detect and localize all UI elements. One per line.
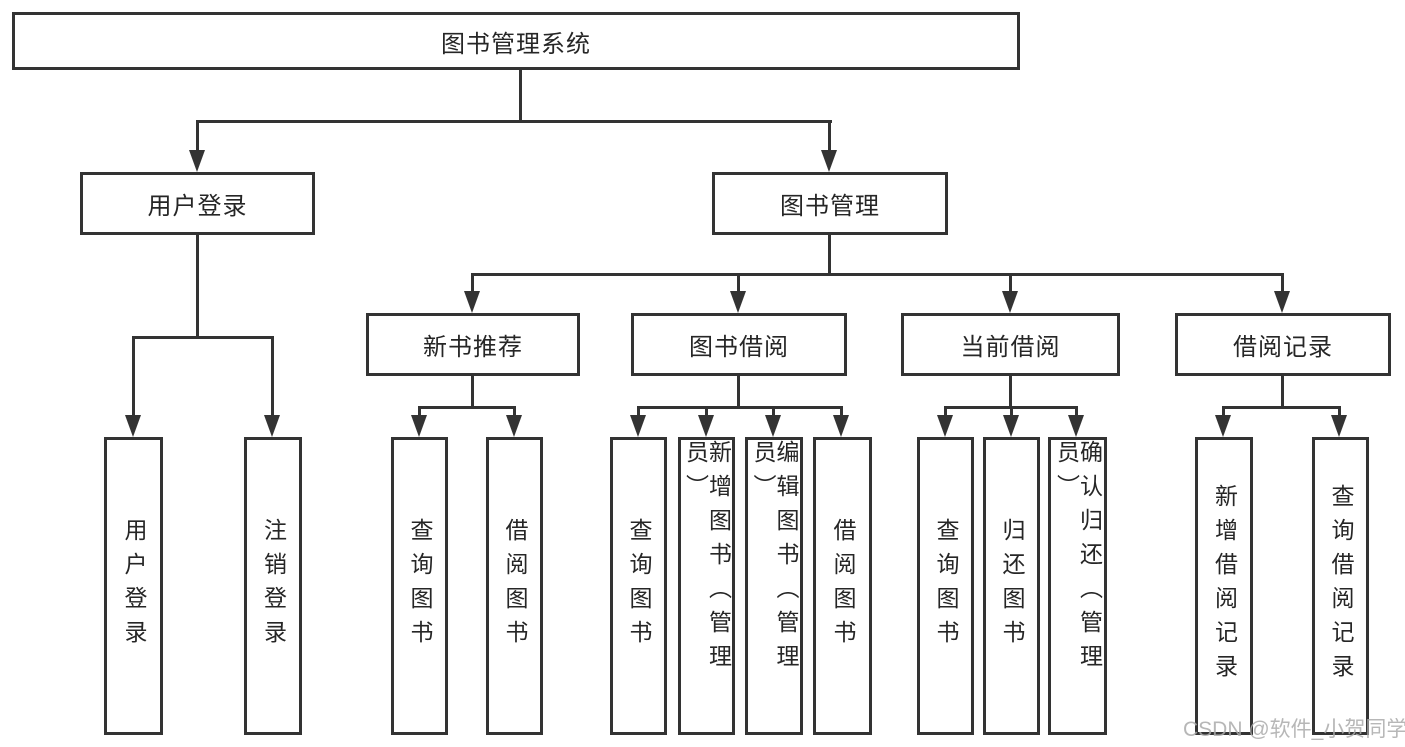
arrowhead-down-icon <box>937 415 953 437</box>
connector-line <box>1222 406 1225 418</box>
connector-line <box>1222 406 1340 409</box>
arrowhead-down-icon <box>1331 415 1347 437</box>
node-borrow-records-label: 借阅记录 <box>1233 334 1333 361</box>
node-book-management-label: 图书管理 <box>780 193 880 220</box>
leaf-confirm-return-admin: 确认归还（管理员） <box>1048 437 1107 735</box>
connector-line <box>1281 273 1284 293</box>
connector-line <box>196 120 199 152</box>
connector-line <box>132 336 274 339</box>
leaf-query-book-recommend-label: 查询图书 <box>407 518 433 654</box>
arrowhead-down-icon <box>1002 291 1018 313</box>
connector-line <box>132 336 135 417</box>
arrowhead-down-icon <box>630 415 646 437</box>
connector-line <box>519 70 522 120</box>
leaf-add-book-admin: 新增图书（管理员） <box>678 437 735 735</box>
connector-line <box>196 120 832 123</box>
connector-line <box>737 273 740 293</box>
leaf-query-book-current-label: 查询图书 <box>933 518 959 654</box>
arrowhead-down-icon <box>506 415 522 437</box>
connector-line <box>637 406 640 418</box>
connector-line <box>840 406 843 418</box>
connector-line <box>637 406 843 409</box>
arrowhead-down-icon <box>765 415 781 437</box>
node-borrow-records: 借阅记录 <box>1175 313 1391 376</box>
connector-line <box>471 376 474 408</box>
node-new-book-recommend-label: 新书推荐 <box>423 334 523 361</box>
node-current-borrow: 当前借阅 <box>901 313 1120 376</box>
leaf-borrow-book: 借阅图书 <box>813 437 872 735</box>
node-current-borrow-label: 当前借阅 <box>960 334 1061 361</box>
connector-line <box>737 376 740 408</box>
leaf-query-book-recommend: 查询图书 <box>391 437 448 735</box>
leaf-logout-label: 注销登录 <box>260 518 287 654</box>
connector-line <box>705 406 708 418</box>
connector-line <box>772 406 775 418</box>
connector-line <box>418 406 516 409</box>
connector-line <box>418 406 421 418</box>
node-user-login-label: 用户登录 <box>147 193 248 220</box>
leaf-query-borrow-record-label: 查询借阅记录 <box>1328 484 1354 688</box>
arrowhead-down-icon <box>264 415 280 437</box>
connector-line <box>1075 406 1078 418</box>
connector-line <box>1009 376 1012 408</box>
leaf-query-borrow-record: 查询借阅记录 <box>1312 437 1369 735</box>
node-book-borrow: 图书借阅 <box>631 313 847 376</box>
leaf-query-book-borrow: 查询图书 <box>610 437 667 735</box>
leaf-confirm-return-admin-label: 确认归还（管理员） <box>1053 440 1103 678</box>
leaf-add-borrow-record-label: 新增借阅记录 <box>1211 484 1238 688</box>
arrowhead-down-icon <box>1215 415 1231 437</box>
node-user-login: 用户登录 <box>80 172 315 235</box>
arrowhead-down-icon <box>1274 291 1290 313</box>
leaf-add-borrow-record: 新增借阅记录 <box>1195 437 1253 735</box>
leaf-query-book-current: 查询图书 <box>917 437 974 735</box>
leaf-return-book: 归还图书 <box>983 437 1040 735</box>
leaf-borrow-book-label: 借阅图书 <box>830 518 856 654</box>
arrowhead-down-icon <box>189 150 205 172</box>
node-root-label: 图书管理系统 <box>441 30 591 58</box>
arrowhead-down-icon <box>411 415 427 437</box>
connector-line <box>1281 376 1284 408</box>
leaf-query-book-borrow-label: 查询图书 <box>626 518 652 654</box>
arrowhead-down-icon <box>464 291 480 313</box>
arrowhead-down-icon <box>730 291 746 313</box>
arrowhead-down-icon <box>821 150 837 172</box>
connector-line <box>944 406 947 418</box>
connector-line <box>828 235 831 275</box>
connector-line <box>471 273 474 293</box>
leaf-edit-book-admin: 编辑图书（管理员） <box>745 437 803 735</box>
arrowhead-down-icon <box>125 415 141 437</box>
connector-line <box>471 273 1283 276</box>
leaf-borrow-book-recommend: 借阅图书 <box>486 437 543 735</box>
node-book-management: 图书管理 <box>712 172 948 235</box>
connector-line <box>1009 273 1012 293</box>
leaf-user-login-label: 用户登录 <box>121 518 147 654</box>
node-book-borrow-label: 图书借阅 <box>689 334 789 361</box>
arrowhead-down-icon <box>1068 415 1084 437</box>
connector-line <box>1010 406 1013 418</box>
connector-line <box>513 406 516 418</box>
connector-line <box>271 336 274 417</box>
connector-line <box>828 120 831 152</box>
connector-line <box>196 235 199 338</box>
csdn-watermark: CSDN @软件_小贺同学 <box>1183 718 1405 741</box>
node-root-library-system: 图书管理系统 <box>12 12 1020 70</box>
arrowhead-down-icon <box>1003 415 1019 437</box>
arrowhead-down-icon <box>833 415 849 437</box>
leaf-add-book-admin-label: 新增图书（管理员） <box>682 440 732 678</box>
leaf-edit-book-admin-label: 编辑图书（管理员） <box>750 440 799 678</box>
arrowhead-down-icon <box>698 415 714 437</box>
leaf-return-book-label: 归还图书 <box>999 518 1025 654</box>
leaf-borrow-book-recommend-label: 借阅图书 <box>502 518 528 654</box>
connector-line <box>1338 406 1341 418</box>
node-new-book-recommend: 新书推荐 <box>366 313 580 376</box>
leaf-logout: 注销登录 <box>244 437 302 735</box>
leaf-user-login: 用户登录 <box>104 437 163 735</box>
